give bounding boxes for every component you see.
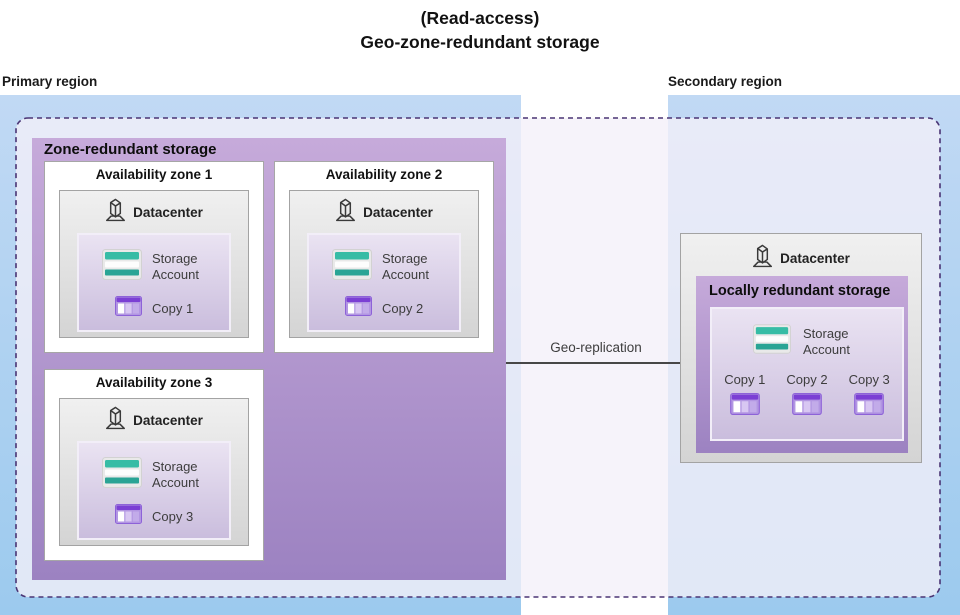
datacenter-icon [335,197,356,227]
lrs-storage-label: Storage Account [803,325,850,357]
availability-zone-2: Availability zone 2 Datacenter [274,161,494,353]
zone-1-storage-panel: Storage Account Copy 1 [77,233,231,332]
storage-account-icon [753,324,791,359]
storage-account-icon [102,249,142,285]
zone-1-title: Availability zone 1 [95,167,213,182]
lrs-copy-1-label: Copy 1 [724,372,766,387]
zone-2-storage-panel: Storage Account Copy 2 [307,233,461,332]
zone-3-copy-label: Copy 3 [152,508,194,524]
zrs-title: Zone-redundant storage [44,141,217,158]
availability-zone-3: Availability zone 3 Datacenter [44,369,264,561]
lrs-storage-panel: Storage Account Copy 1 [710,307,904,441]
zone-2-datacenter-box: Datacenter Storage Account [289,190,479,338]
table-icon [729,393,760,420]
lrs-copy-3: Copy 3 [849,372,890,420]
zone-3-storage-panel: Storage Account Copy 3 [77,441,231,540]
lrs-copy-2-label: Copy 2 [786,372,828,387]
locally-redundant-storage-box: Locally redundant storage Storage Accoun… [696,276,908,453]
datacenter-icon [105,405,126,435]
availability-zone-1: Availability zone 1 Datacenter [44,161,264,353]
secondary-region-label: Secondary region [668,74,783,89]
lrs-copy-3-label: Copy 3 [848,372,890,387]
secondary-datacenter-box: Datacenter Locally redundant storage Sto… [680,233,922,463]
zone-3-storage-label: Storage Account [152,459,199,490]
table-icon [345,296,372,321]
zone-2-title: Availability zone 2 [325,167,443,182]
zone-1-copy-label: Copy 1 [152,300,194,316]
zone-2-datacenter-label: Datacenter [363,204,433,220]
zone-2-storage-label: Storage Account [382,251,429,282]
table-icon [854,393,885,420]
zone-3-datacenter-label: Datacenter [133,412,203,428]
zone-2-copy-label: Copy 2 [382,300,424,316]
diagram-title: (Read-access) Geo-zone-redundant storage [0,6,960,54]
primary-region-label: Primary region [2,74,98,89]
zone-3-title: Availability zone 3 [95,375,213,390]
zone-3-datacenter-box: Datacenter Storage Account [59,398,249,546]
secondary-datacenter-label: Datacenter [780,250,850,266]
lrs-copy-2: Copy 2 [786,372,828,420]
table-icon [115,296,142,321]
storage-account-icon [102,457,142,493]
zone-1-datacenter-box: Datacenter Storage Account [59,190,249,338]
geo-replication-label: Geo-replication [550,340,642,355]
geo-replication-arrow [506,362,702,364]
zone-1-storage-label: Storage Account [152,251,199,282]
title-line-1: (Read-access) [420,8,540,28]
zone-1-datacenter-label: Datacenter [133,204,203,220]
datacenter-icon [105,197,126,227]
table-icon [115,504,142,529]
table-icon [792,393,822,420]
lrs-copy-1: Copy 1 [724,372,765,420]
storage-account-icon [332,249,372,285]
lrs-title: Locally redundant storage [709,283,891,299]
title-line-2: Geo-zone-redundant storage [360,32,600,52]
datacenter-icon [752,243,773,273]
